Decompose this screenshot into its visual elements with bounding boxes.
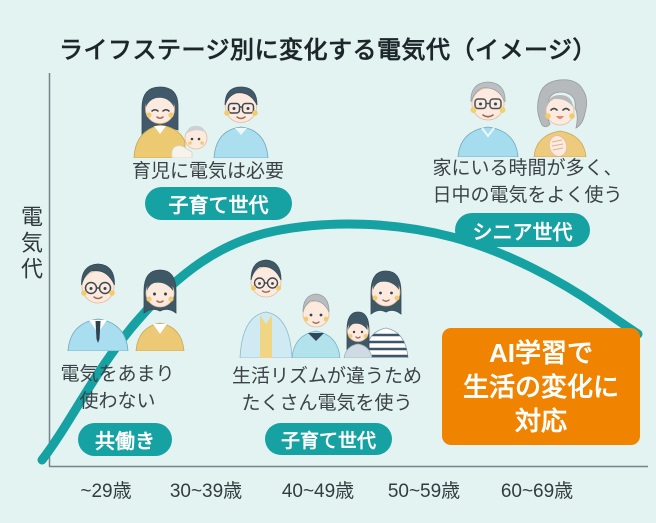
dual-income-caption-line2: 使わない — [79, 391, 156, 412]
family-of-four-illustration — [239, 259, 409, 358]
page-title: ライフステージ別に変化する電気代（イメージ） — [58, 37, 598, 64]
business-woman — [135, 269, 185, 351]
x-axis-label: 50~59歳 — [387, 481, 461, 502]
x-axis-label: 60~69歳 — [500, 481, 574, 502]
father — [213, 86, 269, 158]
teen-family-caption: 生活リズムが違うため たくさん電気を使う — [227, 363, 427, 417]
ai-learning-callout: AI学習で 生活の変化に 対応 — [442, 328, 640, 445]
teen-family-caption-line2: たくさん電気を使う — [241, 393, 413, 414]
senior-caption-line1: 家にいる時間が多く、 — [432, 158, 623, 179]
mother — [363, 270, 409, 358]
teen-family-caption-line1: 生活リズムが違うため — [231, 366, 422, 387]
son — [291, 293, 341, 358]
badge-kosodate-bottom: 子育て世代 — [265, 423, 392, 455]
badge-senior: シニア世代 — [455, 213, 590, 247]
parents-with-baby-illustration — [133, 86, 269, 158]
x-axis-label: ~29歳 — [80, 481, 132, 502]
senior-woman — [533, 79, 587, 157]
callout-line3: 対応 — [514, 405, 567, 436]
working-couple-illustration — [67, 263, 185, 351]
senior-man — [457, 81, 519, 157]
senior-caption: 家にいる時間が多く、 日中の電気をよく使う — [420, 155, 635, 209]
badge-dual-income: 共働き — [78, 423, 172, 456]
daughter — [343, 311, 373, 358]
x-axis-label: 30~39歳 — [169, 481, 243, 502]
x-axis-label: 40~49歳 — [281, 481, 355, 502]
callout-line2: 生活の変化に — [462, 371, 619, 402]
business-man — [67, 263, 129, 351]
mother-with-baby — [133, 86, 208, 158]
dual-income-caption: 電気をあまり 使わない — [35, 361, 200, 415]
senior-couple-illustration — [457, 79, 587, 157]
badge-kosodate-top: 子育て世代 — [145, 187, 292, 220]
y-axis-label: 電気代 — [18, 205, 43, 283]
callout-line1: AI学習で — [488, 337, 593, 368]
father — [239, 259, 293, 358]
baby-family-caption: 育児に電気は必要 — [131, 161, 284, 182]
dual-income-caption-line1: 電気をあまり — [60, 364, 175, 385]
senior-caption-line2: 日中の電気をよく使う — [432, 185, 623, 206]
